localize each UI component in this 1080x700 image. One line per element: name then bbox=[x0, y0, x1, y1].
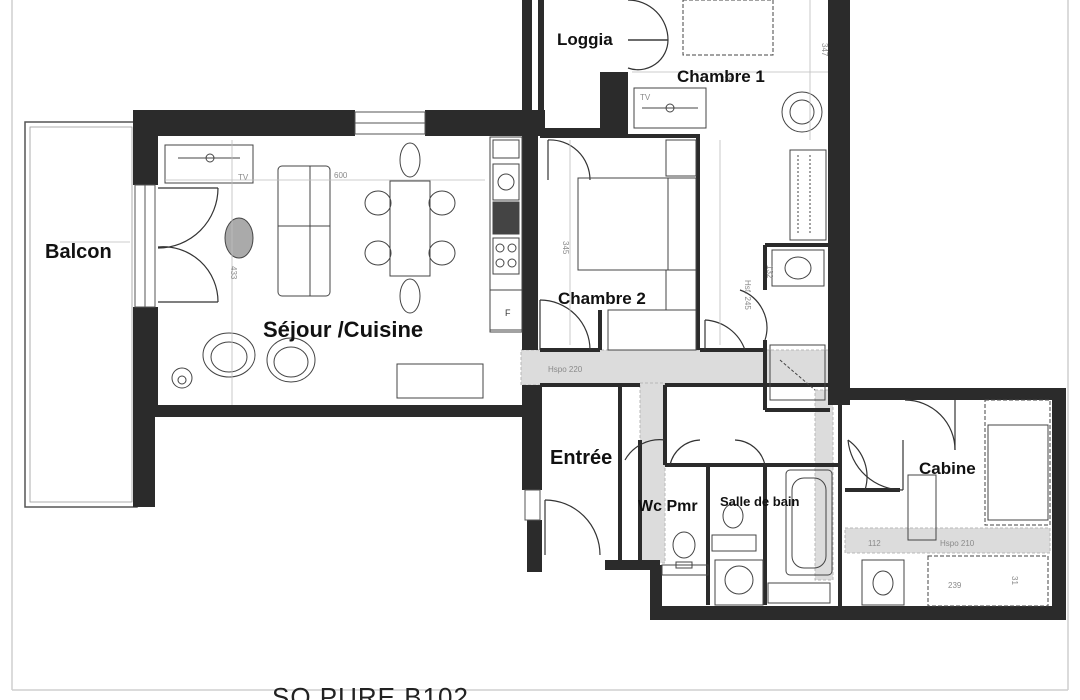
fridge-label: F bbox=[505, 308, 511, 318]
dim-433: 433 bbox=[229, 266, 238, 280]
tv-label: TV bbox=[238, 173, 249, 182]
dim-220: Hspo 220 bbox=[548, 365, 583, 374]
room-label-balcon: Balcon bbox=[45, 241, 112, 263]
dimension-lines bbox=[165, 0, 828, 405]
balcony bbox=[24, 121, 138, 508]
windows bbox=[134, 111, 541, 521]
furniture bbox=[164, 0, 1051, 607]
dim-600: 600 bbox=[334, 171, 348, 180]
dim-210: Hspo 210 bbox=[940, 539, 975, 548]
coffee-table bbox=[224, 217, 254, 259]
room-label-loggia: Loggia bbox=[557, 30, 613, 49]
room-label-chambre1: Chambre 1 bbox=[677, 67, 765, 86]
interior-walls bbox=[540, 134, 900, 620]
room-label-sdb: Salle de bain bbox=[720, 494, 800, 509]
room-label-entree: Entrée bbox=[550, 447, 612, 469]
armchair bbox=[202, 332, 256, 378]
plan-caption: SO PURE B102 bbox=[272, 682, 469, 700]
circulation-zone bbox=[520, 349, 1051, 581]
walls bbox=[133, 0, 1066, 620]
dim-239: 239 bbox=[948, 581, 962, 590]
dim-326: 326 bbox=[720, 75, 734, 84]
tv-label-2: TV bbox=[640, 93, 651, 102]
kitchen-counter bbox=[489, 136, 523, 333]
bathtub bbox=[785, 469, 833, 576]
dim-245: Hsf. 245 bbox=[743, 280, 752, 310]
room-label-wc: Wc Pmr bbox=[638, 498, 698, 515]
bed-chambre1 bbox=[682, 0, 774, 56]
toilet-wc bbox=[672, 531, 696, 559]
room-label-cabine: Cabine bbox=[919, 459, 976, 478]
dim-347: 347 bbox=[820, 43, 829, 57]
room-label-sejour: Séjour /Cuisine bbox=[263, 317, 423, 342]
sofa bbox=[277, 165, 331, 297]
dining-table bbox=[389, 180, 431, 277]
bed-cabine bbox=[984, 399, 1051, 526]
armchair bbox=[266, 337, 316, 383]
page-frame bbox=[11, 0, 1069, 691]
dim-132: 132 bbox=[765, 265, 774, 279]
doors bbox=[157, 0, 956, 556]
tv-unit bbox=[164, 144, 254, 184]
dim-31: 31 bbox=[1010, 576, 1019, 585]
room-label-chambre2: Chambre 2 bbox=[558, 289, 646, 308]
dim-345: 345 bbox=[561, 241, 570, 255]
bed-chambre2 bbox=[577, 177, 697, 271]
dim-112: 112 bbox=[868, 539, 881, 548]
